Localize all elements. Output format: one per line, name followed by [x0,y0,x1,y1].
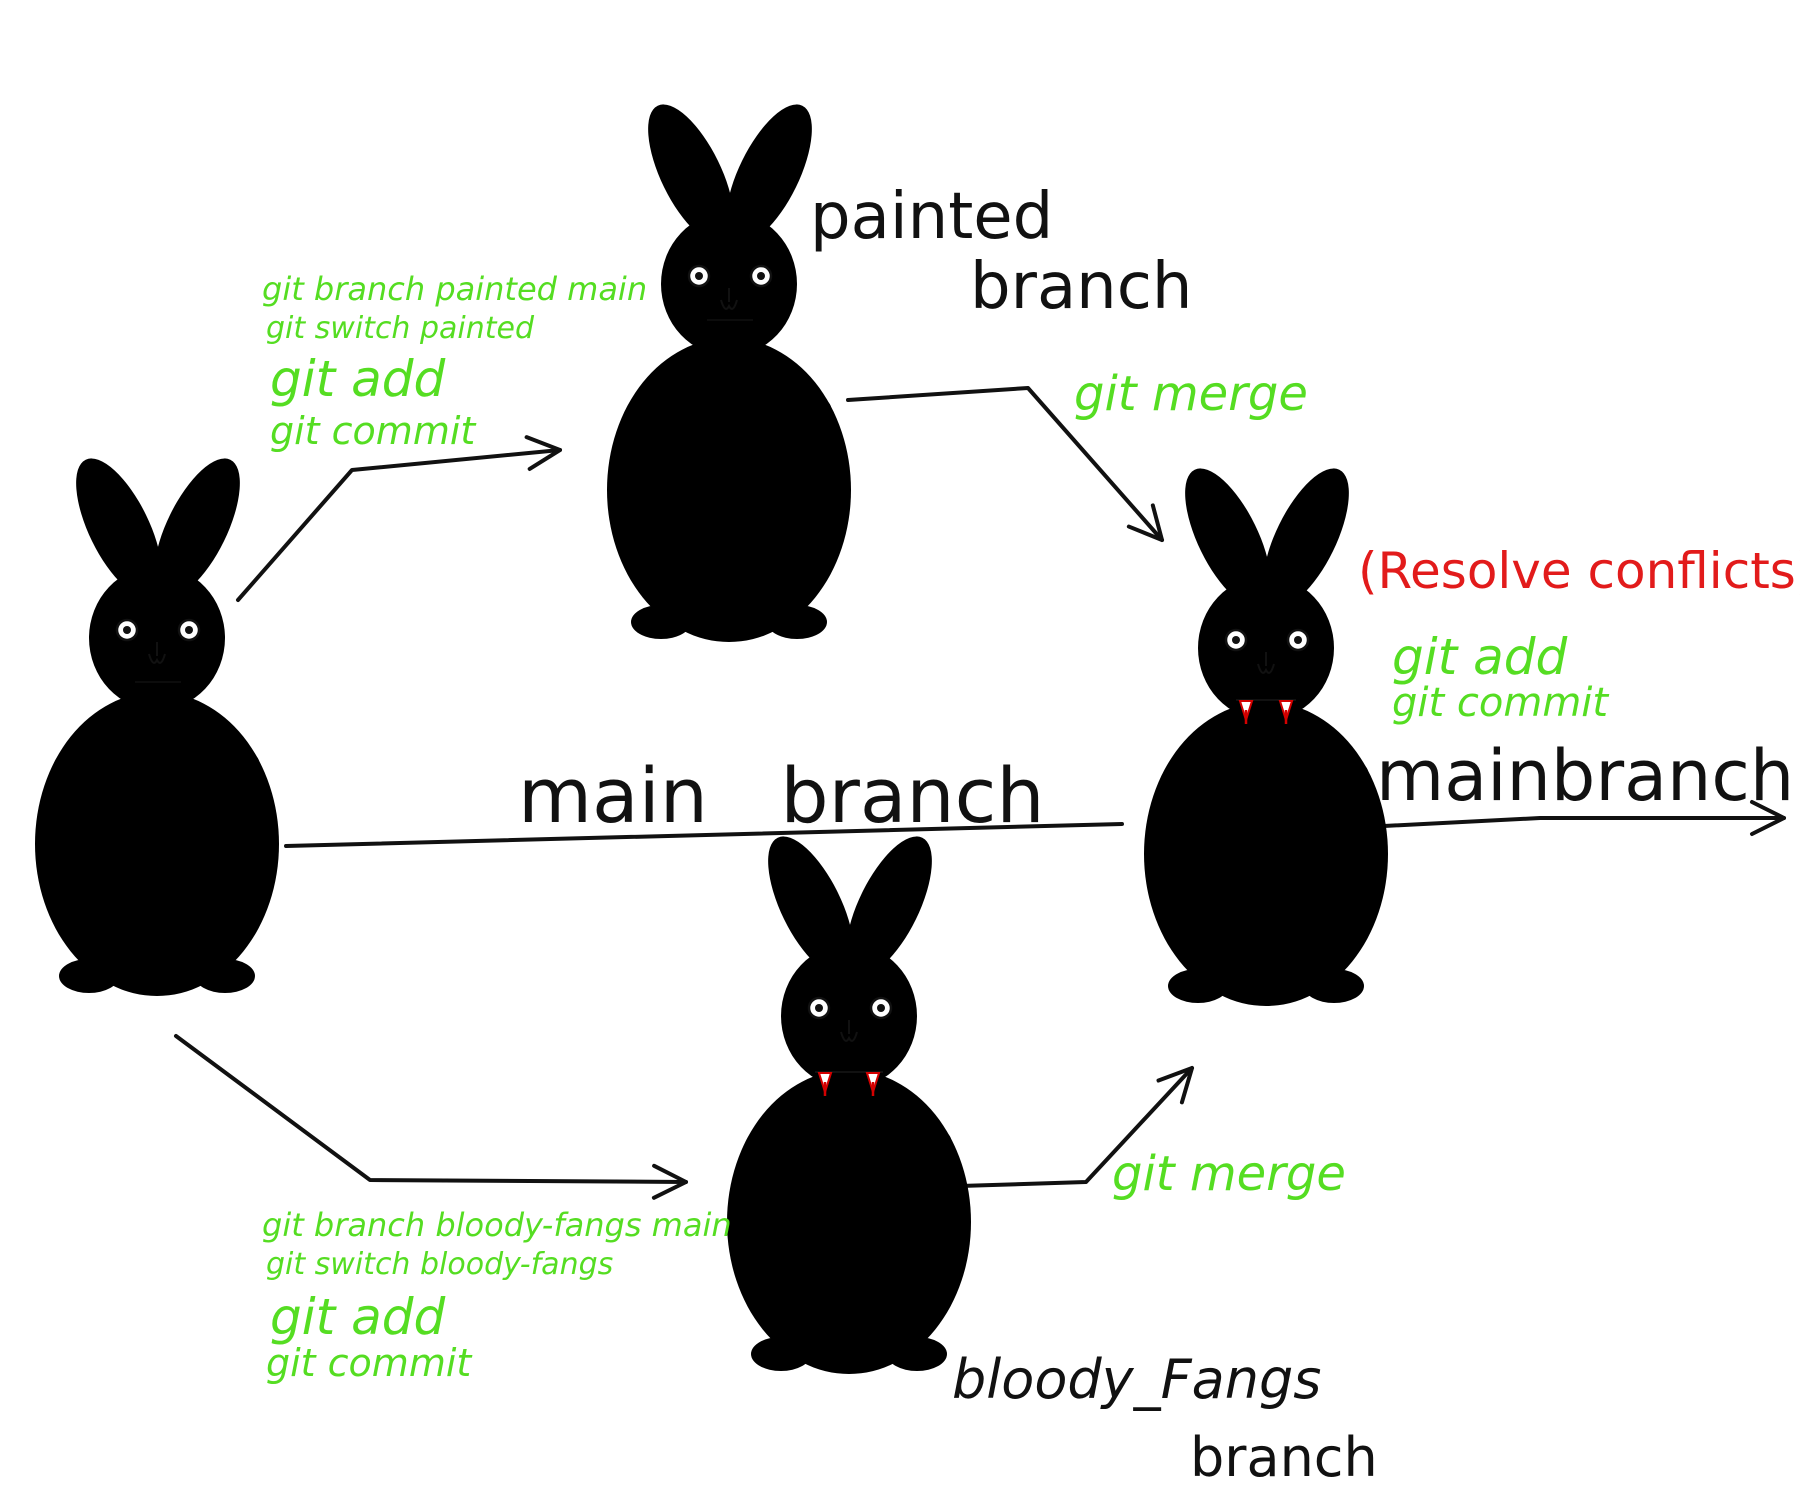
bloody-fangs-label: bloody_Fangs [952,1348,1321,1411]
command-line: git add [1392,628,1568,686]
fanged-white-rabbit-icon [725,823,973,1376]
arrow-merge-painted [846,386,1164,542]
arrow-main-continue [1382,800,1786,836]
arrow-merge-fangs [958,1066,1194,1188]
fanged-purple-rabbit-icon [1142,455,1390,1008]
after-merge-commands: git add git commit [1392,628,1609,726]
purple-rabbit-icon [605,91,853,644]
arrow-to-painted [236,435,562,602]
command-line: git commit [1392,680,1609,726]
command-line: git branch bloody-fangs main [262,1206,732,1244]
command-line: git switch painted [266,311,535,346]
painted-commands: git branch painted main git switch paint… [262,270,647,453]
main-branch-label: main branch [518,751,1045,840]
arrow-to-fangs [174,1034,688,1200]
command-line: git commit [266,1341,473,1385]
white-rabbit-icon [33,445,281,998]
painted-branch-label: painted [810,180,1053,254]
main-branch-line [284,822,1124,848]
resolve-conflicts-label: (Resolve conflicts) [1358,542,1800,600]
command-line: git branch painted main [262,270,647,308]
command-line: git add [270,1288,446,1346]
command-line: git commit [270,409,477,453]
fangs-commands: git branch bloody-fangs main git switch … [262,1206,732,1385]
painted-branch-label-2: branch [970,250,1192,324]
command-line: git switch bloody-fangs [266,1247,613,1282]
command-line: git add [270,350,446,408]
merge-command-top: git merge [1074,366,1308,422]
bloody-fangs-label-2: branch [1190,1426,1378,1489]
merge-command-bottom: git merge [1112,1146,1346,1202]
main-branch-label-right: mainbranch [1376,735,1794,817]
